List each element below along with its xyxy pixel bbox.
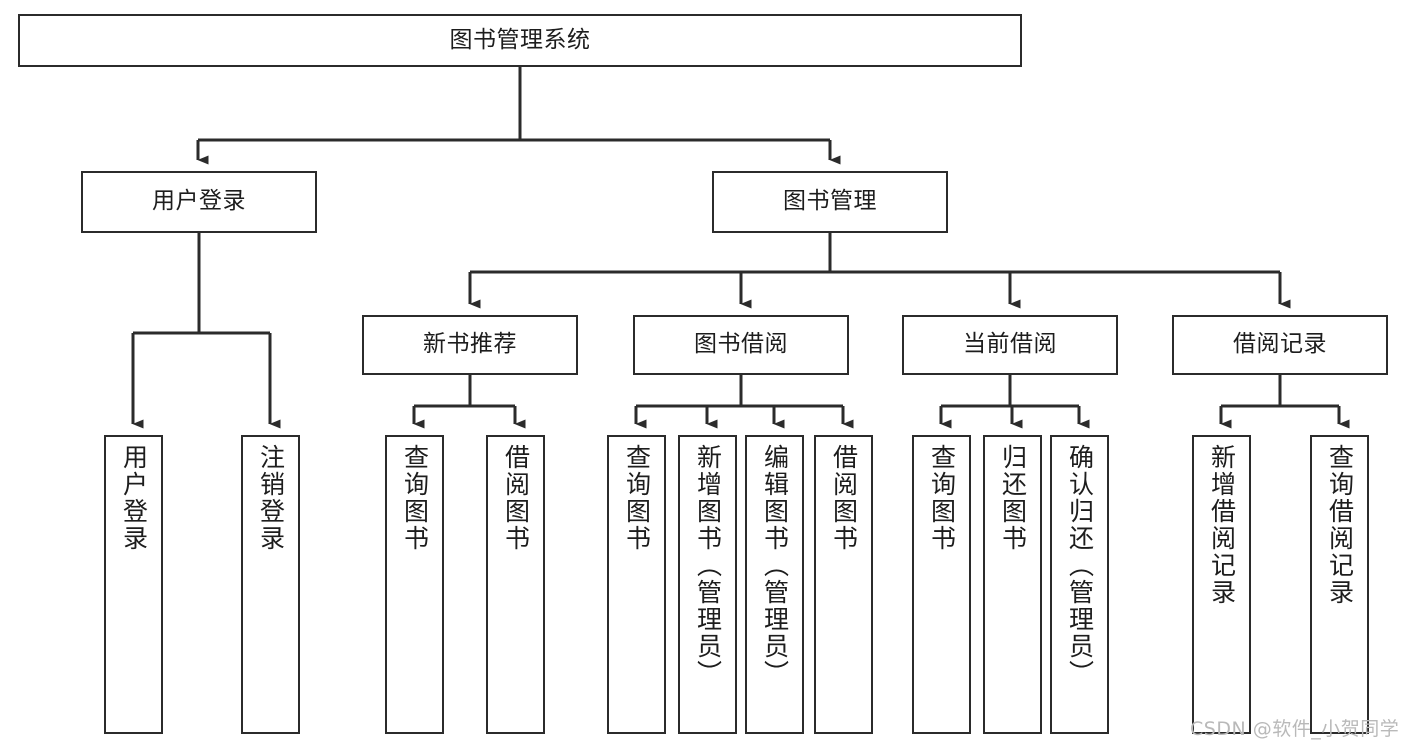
node-new-book-rec-label: 新书推荐	[423, 331, 517, 358]
node-leaf-query-record[interactable]: 查询借阅记录	[1310, 435, 1369, 734]
watermark-credit: CSDN @软件_小贺同学	[1190, 718, 1400, 740]
node-root-label: 图书管理系统	[449, 26, 591, 53]
node-new-book-rec[interactable]: 新书推荐	[362, 315, 578, 375]
node-leaf-borrow-book-rec-label: 借阅图书	[501, 444, 531, 552]
node-leaf-user-login[interactable]: 用户登录	[104, 435, 163, 734]
node-leaf-query-record-label: 查询借阅记录	[1325, 444, 1355, 606]
node-leaf-edit-book-label: 编辑图书（管理员）	[760, 444, 790, 687]
node-leaf-user-logout-label: 注销登录	[256, 444, 286, 552]
node-leaf-query-book[interactable]: 查询图书	[607, 435, 666, 734]
node-leaf-add-record[interactable]: 新增借阅记录	[1192, 435, 1251, 734]
node-current-borrow[interactable]: 当前借阅	[902, 315, 1118, 375]
node-current-borrow-label: 当前借阅	[963, 331, 1057, 358]
node-leaf-query-book-cur-label: 查询图书	[927, 444, 957, 552]
node-book-borrow[interactable]: 图书借阅	[633, 315, 849, 375]
node-root[interactable]: 图书管理系统	[18, 14, 1022, 67]
node-book-manage[interactable]: 图书管理	[712, 171, 948, 233]
node-book-borrow-label: 图书借阅	[694, 331, 788, 358]
node-book-manage-label: 图书管理	[783, 188, 877, 215]
node-user-login-label: 用户登录	[152, 188, 246, 215]
node-leaf-add-record-label: 新增借阅记录	[1207, 444, 1237, 606]
node-leaf-user-login-label: 用户登录	[119, 444, 149, 552]
node-leaf-add-book[interactable]: 新增图书（管理员）	[678, 435, 737, 734]
node-leaf-add-book-label: 新增图书（管理员）	[693, 444, 723, 687]
node-leaf-return-book-label: 归还图书	[998, 444, 1028, 552]
node-leaf-query-book-rec[interactable]: 查询图书	[385, 435, 444, 734]
node-leaf-confirm-return[interactable]: 确认归还（管理员）	[1050, 435, 1109, 734]
node-leaf-query-book-label: 查询图书	[622, 444, 652, 552]
node-leaf-user-logout[interactable]: 注销登录	[241, 435, 300, 734]
node-leaf-borrow-book-label: 借阅图书	[829, 444, 859, 552]
node-borrow-record-label: 借阅记录	[1233, 331, 1327, 358]
node-leaf-return-book[interactable]: 归还图书	[983, 435, 1042, 734]
node-leaf-query-book-cur[interactable]: 查询图书	[912, 435, 971, 734]
node-leaf-edit-book[interactable]: 编辑图书（管理员）	[745, 435, 804, 734]
node-leaf-borrow-book-rec[interactable]: 借阅图书	[486, 435, 545, 734]
node-leaf-query-book-rec-label: 查询图书	[400, 444, 430, 552]
node-borrow-record[interactable]: 借阅记录	[1172, 315, 1388, 375]
node-leaf-confirm-return-label: 确认归还（管理员）	[1065, 444, 1095, 687]
node-leaf-borrow-book[interactable]: 借阅图书	[814, 435, 873, 734]
node-user-login[interactable]: 用户登录	[81, 171, 317, 233]
